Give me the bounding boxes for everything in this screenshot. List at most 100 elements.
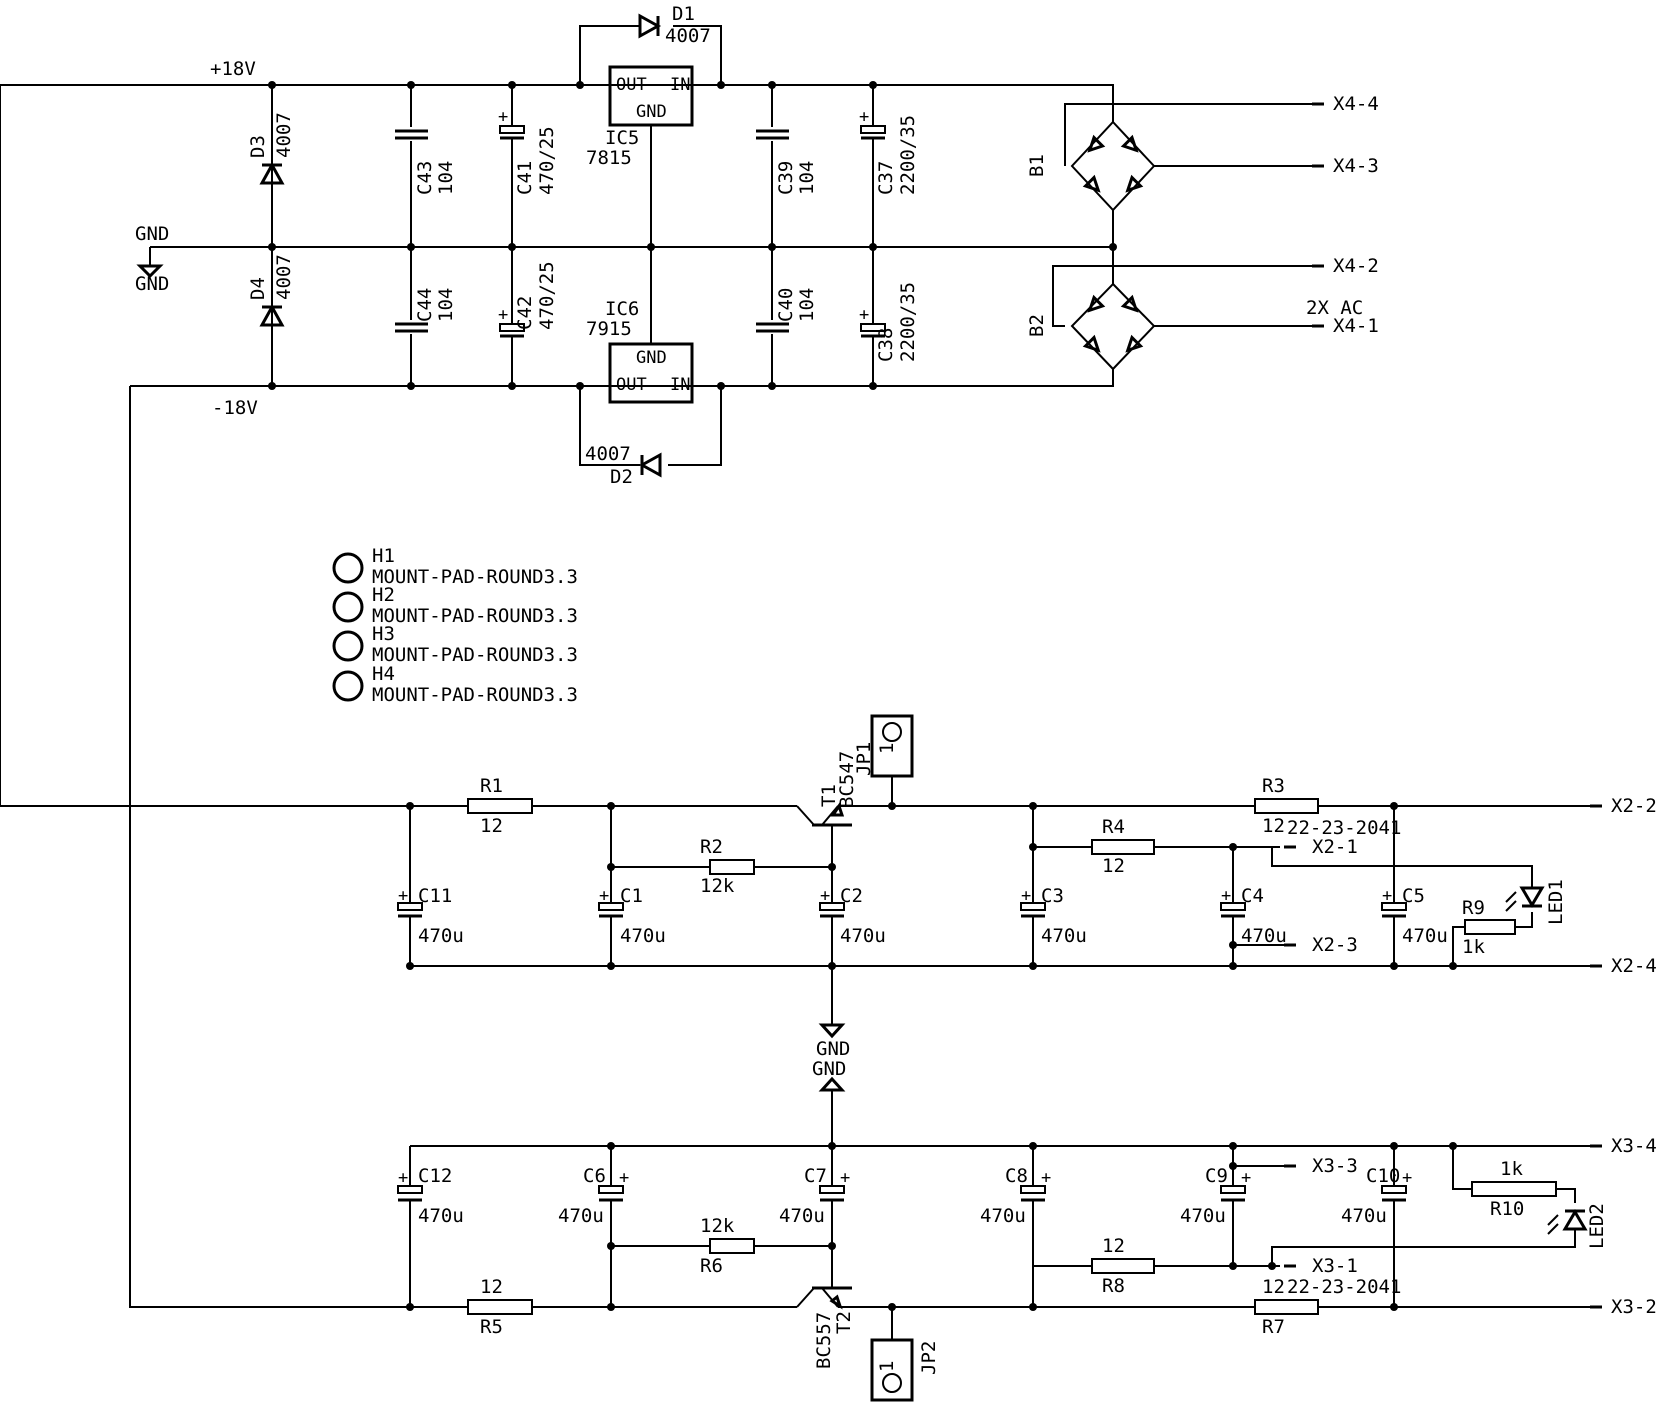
svg-text:BC557: BC557 [813,1312,835,1369]
svg-text:470u: 470u [1180,1205,1226,1227]
regulator-ic5: OUT IN GND IC5 7815 [586,65,694,169]
svg-text:4007: 4007 [273,254,295,300]
svg-text:C9: C9 [1205,1165,1228,1187]
svg-text:LED2: LED2 [1586,1203,1608,1249]
led-led2: LED2 [1547,1203,1608,1249]
svg-text:C11: C11 [418,885,452,907]
svg-text:+: + [599,886,609,906]
svg-text:MOUNT-PAD-ROUND3.3: MOUNT-PAD-ROUND3.3 [372,684,578,706]
svg-text:BC547: BC547 [836,751,858,808]
svg-text:X4-3: X4-3 [1333,155,1379,177]
svg-text:T1: T1 [818,784,840,807]
svg-text:D3: D3 [247,135,269,158]
svg-text:470u: 470u [1041,925,1087,947]
svg-text:C44: C44 [414,288,436,322]
net-label-gnd: GND [135,223,169,245]
svg-text:LED1: LED1 [1545,879,1567,925]
svg-text:D4: D4 [247,277,269,300]
svg-text:IN: IN [670,75,690,95]
svg-text:R7: R7 [1262,1316,1285,1338]
svg-text:104: 104 [435,161,457,195]
capacitor-c7: + C7 470u [779,1165,850,1227]
svg-text:C5: C5 [1402,885,1425,907]
svg-text:JP1: JP1 [853,742,875,776]
svg-text:470u: 470u [779,1205,825,1227]
svg-text:+: + [1041,1168,1051,1188]
svg-text:+: + [1021,886,1031,906]
capacitor-c5: + C5 470u [1381,885,1448,947]
ground-symbol-lower: GND [812,1058,846,1092]
svg-text:IN: IN [670,375,690,395]
svg-text:B1: B1 [1026,154,1048,177]
svg-text:MOUNT-PAD-ROUND3.3: MOUNT-PAD-ROUND3.3 [372,605,578,627]
svg-text:7915: 7915 [586,318,632,340]
bridge-rectifier-b2: B2 [1026,282,1156,371]
svg-text:C39: C39 [775,161,797,195]
svg-text:4007: 4007 [665,25,711,47]
svg-text:12: 12 [480,1276,503,1298]
svg-text:12: 12 [480,815,503,837]
svg-text:C10: C10 [1366,1165,1400,1187]
svg-text:JP2: JP2 [918,1341,940,1375]
transistor-t1: T1 BC547 [796,751,858,827]
svg-text:C37: C37 [875,161,897,195]
svg-text:+: + [1402,1168,1412,1188]
svg-text:C7: C7 [804,1165,827,1187]
regulator-ic6: GND OUT IN IC6 7915 [586,298,694,404]
svg-text:470u: 470u [980,1205,1026,1227]
power-supply-wires [0,25,1318,1308]
capacitor-c37: + C37 2200/35 [859,107,919,195]
mount-pad-h2: H2 MOUNT-PAD-ROUND3.3 [332,584,578,627]
svg-text:R5: R5 [480,1316,503,1338]
svg-text:2200/35: 2200/35 [897,282,919,362]
resistor-r4: R4 12 [1091,816,1155,877]
resistor-r2: R2 12k [700,836,755,897]
capacitor-c10: + C10 470u [1341,1165,1412,1227]
resistor-r5: 12 R5 [467,1276,533,1338]
svg-text:H3: H3 [372,623,395,645]
svg-text:12k: 12k [700,1215,735,1237]
svg-text:R10: R10 [1490,1198,1524,1220]
svg-text:12: 12 [1262,1276,1285,1298]
svg-text:OUT: OUT [616,75,647,95]
svg-text:C42: C42 [514,296,536,330]
svg-text:+: + [1382,886,1392,906]
svg-text:1k: 1k [1462,936,1485,958]
svg-text:D2: D2 [610,466,633,488]
jumper-jp1: 1 JP1 [853,714,914,778]
svg-text:C41: C41 [514,161,536,195]
capacitor-c43: C43 104 [395,129,457,195]
svg-text:1: 1 [876,1361,898,1372]
diode-d3: D3 4007 [247,112,295,185]
svg-text:C38: C38 [875,328,897,362]
svg-text:OUT: OUT [616,375,647,395]
capacitor-c6: + C6 470u [558,1165,629,1227]
svg-text:C3: C3 [1041,885,1064,907]
svg-text:IC6: IC6 [605,298,639,320]
svg-text:X4-2: X4-2 [1333,255,1379,277]
resistor-r6: 12k R6 [700,1215,755,1277]
svg-text:+: + [840,1168,850,1188]
svg-text:C43: C43 [414,161,436,195]
svg-text:12k: 12k [700,875,735,897]
svg-text:H1: H1 [372,545,395,567]
svg-text:470u: 470u [620,925,666,947]
svg-text:C8: C8 [1005,1165,1028,1187]
lower-section-wires [409,1090,1596,1340]
mount-pad-h3: H3 MOUNT-PAD-ROUND3.3 [332,623,578,666]
svg-text:470/25: 470/25 [536,126,558,195]
svg-text:R6: R6 [700,1255,723,1277]
ground-symbol: GND [135,264,169,295]
net-label-ac: 2X AC [1306,297,1363,319]
svg-text:X4-4: X4-4 [1333,93,1379,115]
capacitor-c41: + C41 470/25 [498,107,558,195]
svg-text:GND: GND [636,102,667,122]
svg-text:+: + [820,886,830,906]
svg-text:T2: T2 [833,1311,855,1334]
capacitor-c11: + C11 470u [397,885,464,947]
junctions-power [268,81,1117,390]
svg-text:+: + [498,107,508,127]
svg-text:R8: R8 [1102,1275,1125,1297]
capacitor-c9: + C9 470u [1180,1165,1251,1227]
svg-text:C12: C12 [418,1165,452,1187]
